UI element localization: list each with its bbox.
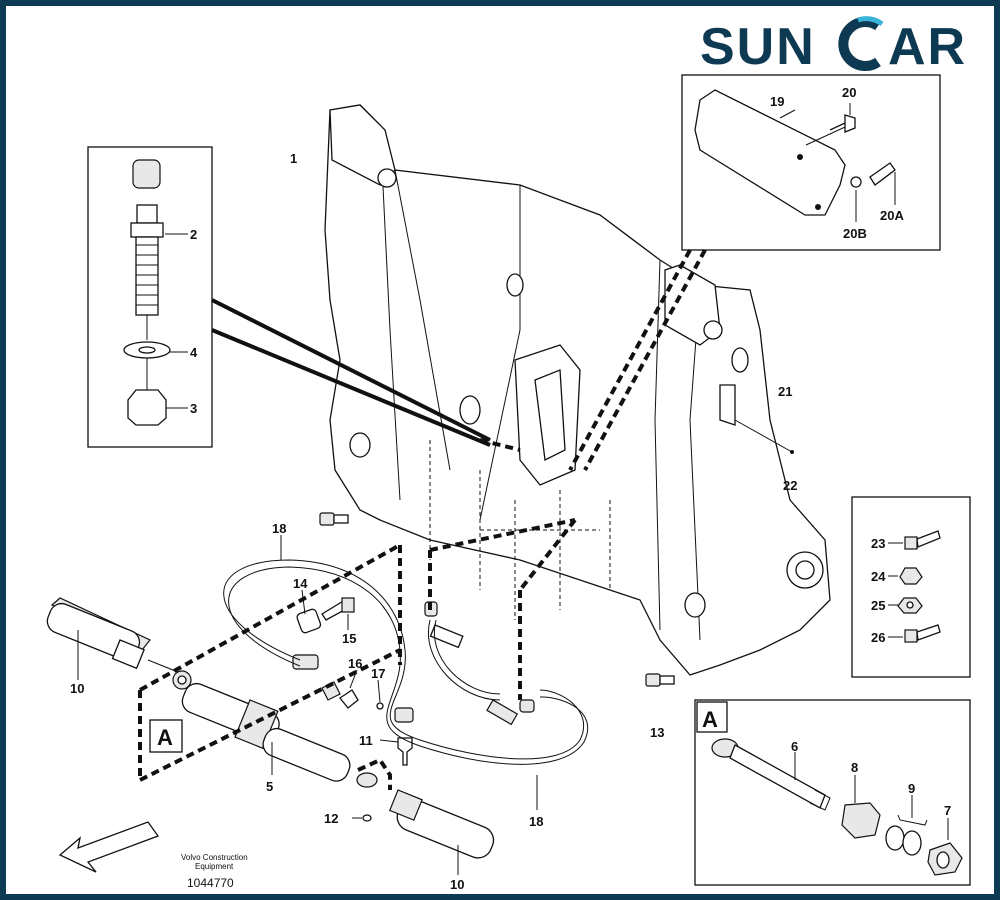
label-20b: 20B	[843, 226, 867, 241]
label-21: 21	[778, 384, 792, 399]
brand-text-right: AR	[888, 18, 967, 74]
label-18-bottom: 18	[529, 814, 543, 829]
detail-box-a-cylinder-seals	[694, 699, 971, 886]
label-16: 16	[348, 656, 362, 671]
label-20a: 20A	[880, 208, 904, 223]
brand-logo: SUN AR	[700, 16, 967, 74]
direction-arrow-icon	[58, 821, 160, 873]
label-8: 8	[851, 760, 858, 775]
detail-box-fasteners	[851, 496, 971, 678]
label-11: 11	[359, 733, 373, 748]
callout-a-main: A	[157, 725, 173, 750]
label-5: 5	[266, 779, 273, 794]
label-23: 23	[871, 536, 885, 551]
bolt-13-right	[645, 673, 675, 687]
label-1: 1	[290, 151, 297, 166]
detail-box-cover-plate	[681, 74, 941, 251]
label-20: 20	[842, 85, 856, 100]
brand-text-left: SUN	[700, 18, 816, 74]
label-18-top: 18	[272, 521, 286, 536]
label-15: 15	[342, 631, 356, 646]
label-25: 25	[871, 598, 885, 613]
label-3: 3	[190, 401, 197, 416]
label-22: 22	[783, 478, 797, 493]
label-2: 2	[190, 227, 197, 242]
cylinder-assembly	[46, 589, 535, 875]
label-26: 26	[871, 630, 885, 645]
label-10-right: 10	[450, 877, 464, 892]
footer-code: 1044770	[187, 876, 234, 890]
label-14: 14	[293, 576, 308, 591]
detail-box-grease-nipple	[87, 146, 213, 448]
footer-line1: Volvo Construction	[181, 853, 248, 862]
label-9: 9	[908, 781, 915, 796]
label-10-left: 10	[70, 681, 84, 696]
label-7: 7	[944, 803, 951, 818]
bolt-13-left	[319, 512, 349, 526]
footer-line2: Equipment	[195, 862, 234, 871]
callout-a-box: A	[702, 707, 718, 732]
label-24: 24	[871, 569, 886, 584]
label-19: 19	[770, 94, 784, 109]
brand-c-icon	[838, 16, 884, 71]
label-13: 13	[650, 725, 664, 740]
label-4: 4	[190, 345, 198, 360]
quick-coupler-frame	[324, 104, 831, 676]
label-6: 6	[791, 739, 798, 754]
label-12: 12	[324, 811, 338, 826]
label-17: 17	[371, 666, 385, 681]
